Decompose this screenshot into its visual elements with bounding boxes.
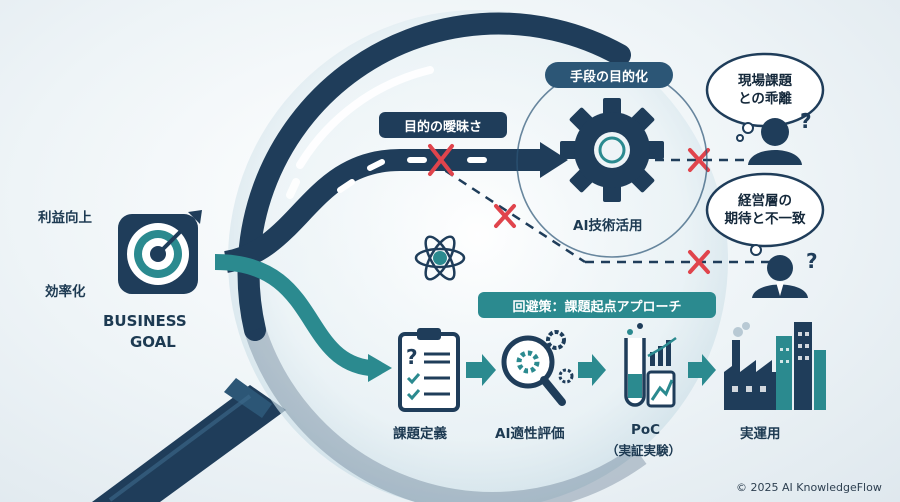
profit-label: 利益向上 <box>38 210 92 226</box>
solution-banner: 回避策：課題起点アプローチ <box>478 292 716 318</box>
cross-icon <box>428 144 454 176</box>
executive-icon: ? <box>752 249 818 298</box>
means-as-goal-label: 手段の目的化 <box>545 62 673 88</box>
step-arrows <box>466 354 716 386</box>
field-issue-text: 現場課題 との乖離 <box>713 72 817 108</box>
confused-worker-icon: ? <box>748 109 812 165</box>
ambiguous-purpose-label: 目的の曖昧さ <box>379 112 507 138</box>
efficiency-label: 効率化 <box>45 284 86 300</box>
step-label-poc: PoC <box>631 422 661 438</box>
gear-icon <box>560 98 664 202</box>
cross-marks <box>428 144 710 274</box>
svg-text:?: ? <box>406 345 418 369</box>
cross-icon <box>688 148 710 172</box>
clipboard-checklist-icon: ? <box>398 328 460 412</box>
step-label-ai-evaluation: AI適性評価 <box>495 426 565 442</box>
field-issue-line2: との乖離 <box>738 91 792 107</box>
step-label-production: 実運用 <box>740 426 781 442</box>
step-label-problem-definition: 課題定義 <box>393 426 447 442</box>
mgmt-line1: 経営層の <box>738 193 792 209</box>
field-issue-line1: 現場課題 <box>738 73 792 89</box>
cross-icon <box>494 204 516 228</box>
svg-text:?: ? <box>806 249 818 273</box>
test-tube-chart-icon <box>624 323 677 408</box>
copyright-text: © 2025 AI KnowledgeFlow <box>736 481 882 494</box>
mgmt-line2: 期待と不一致 <box>724 211 806 227</box>
goal-title-line1: BUSINESS <box>103 312 187 330</box>
thought-bubble-mgmt <box>705 172 825 256</box>
mgmt-mismatch-text: 経営層の 期待と不一致 <box>711 192 819 228</box>
disconnect-lines <box>431 158 770 264</box>
ai-tech-label: AI技術活用 <box>573 218 643 234</box>
cross-icon <box>688 250 710 274</box>
magnifier-handle <box>92 378 286 502</box>
atom-icon <box>414 235 466 281</box>
target-icon <box>118 210 202 294</box>
thought-bubble-field <box>705 52 825 142</box>
magnifier-gears-icon <box>501 330 574 406</box>
solution-arrow <box>214 254 392 382</box>
goal-title-line2: GOAL <box>130 333 176 351</box>
problem-arrow <box>223 142 568 273</box>
factory-city-icon <box>724 322 826 410</box>
step-sublabel-poc: （実証実験） <box>606 443 682 458</box>
svg-text:?: ? <box>800 109 812 133</box>
